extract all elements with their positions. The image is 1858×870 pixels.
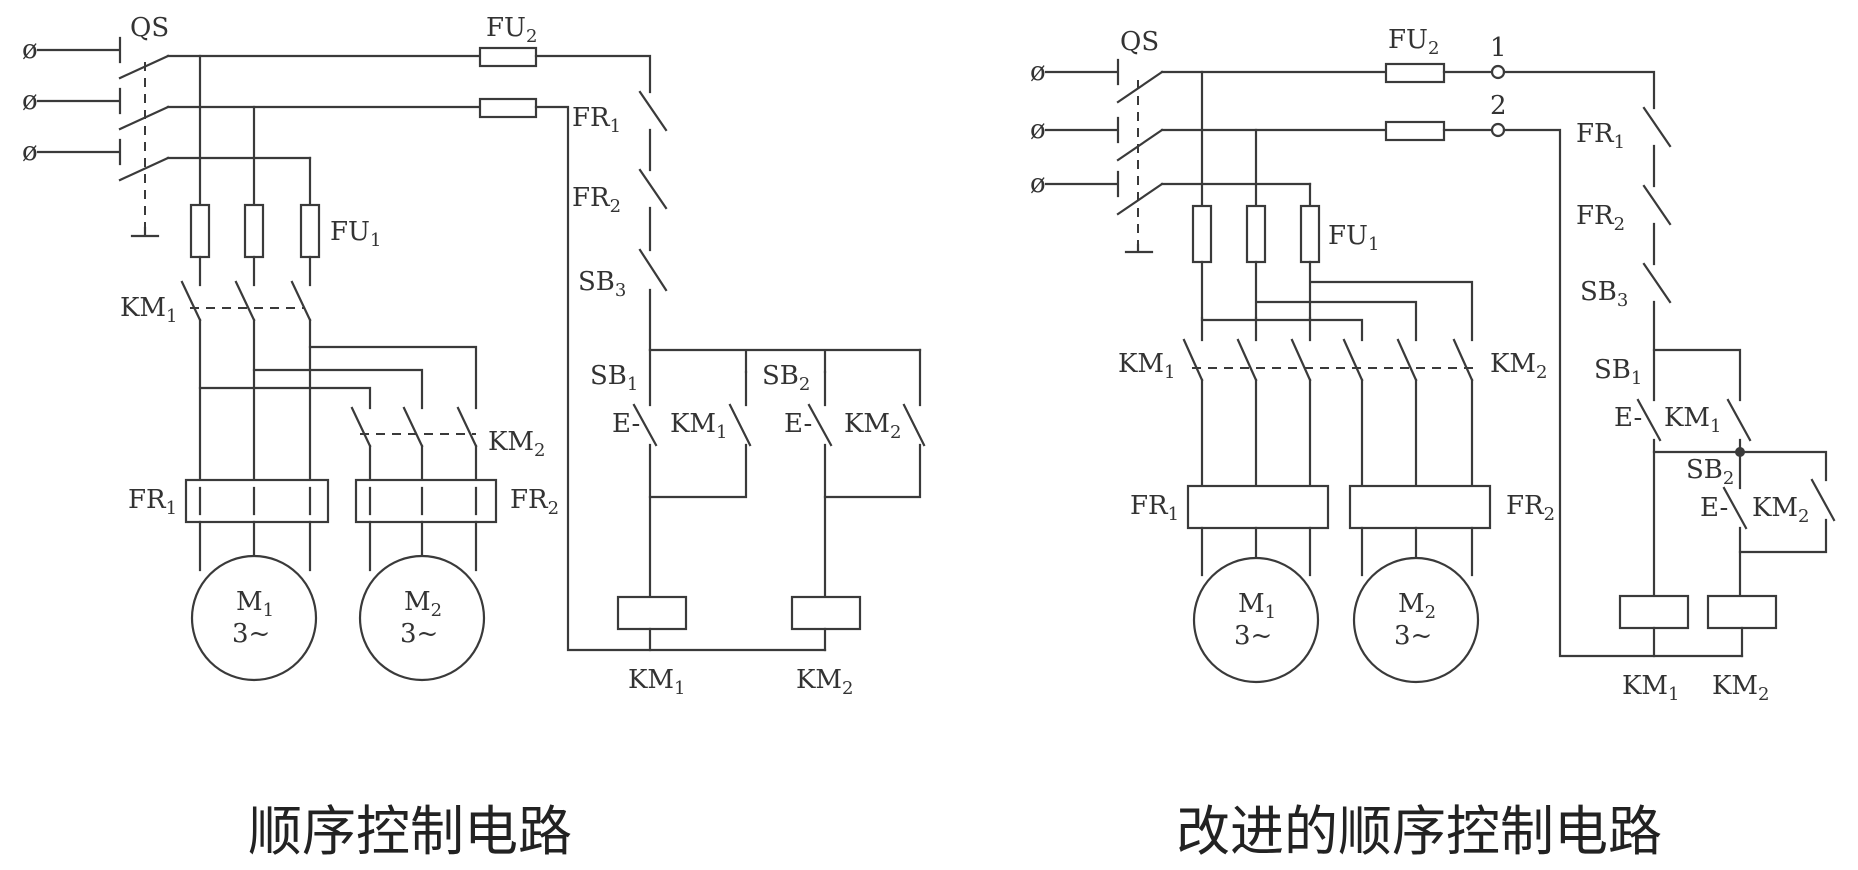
right-qs-switch: QS (1116, 27, 1164, 254)
svg-text:KM2: KM2 (1752, 493, 1810, 527)
left-qs-switch: QS (118, 13, 170, 238)
right-input-terminals: ø ø ø (1030, 57, 1120, 199)
right-km2-taps (1200, 260, 1474, 342)
svg-text:KM1: KM1 (628, 665, 686, 699)
svg-text:ø: ø (1030, 115, 1046, 145)
left-control-circuit: FR1 FR2 SB3 SB1 E- KM1 SB2 E- KM2 KM1 KM… (534, 54, 926, 699)
right-main-contacts: KM1 KM2 (1118, 316, 1548, 488)
svg-text:FR2: FR2 (1506, 491, 1555, 525)
right-fr-relays: FR1 FR2 (1130, 484, 1555, 530)
right-motors: M1 3~ M2 3~ (1192, 526, 1480, 684)
svg-text:QS: QS (1120, 27, 1159, 57)
svg-text:FR1: FR1 (128, 485, 177, 519)
left-circuit: ø ø ø QS FU2 FU1 (22, 13, 926, 863)
svg-text:ø: ø (22, 86, 38, 116)
right-fu2-fuses: FU2 1 2 (1384, 25, 1507, 142)
svg-text:KM1: KM1 (120, 293, 178, 327)
svg-text:FU2: FU2 (1388, 25, 1439, 59)
svg-text:KM2: KM2 (796, 665, 854, 699)
svg-text:KM1: KM1 (670, 409, 728, 443)
svg-text:M1: M1 (1238, 589, 1276, 623)
svg-text:SB2: SB2 (1686, 455, 1734, 489)
svg-text:QS: QS (130, 13, 169, 43)
svg-text:3~: 3~ (232, 619, 270, 649)
svg-text:SB3: SB3 (1580, 277, 1628, 311)
svg-text:E-: E- (1700, 493, 1728, 523)
left-input-terminals: ø ø ø (22, 35, 122, 167)
svg-text:E-: E- (612, 409, 640, 439)
svg-text:ø: ø (22, 35, 38, 65)
left-km1-main-contacts: KM1 (120, 255, 312, 327)
svg-text:3~: 3~ (1394, 621, 1432, 651)
svg-text:KM2: KM2 (488, 427, 546, 461)
svg-text:3~: 3~ (1234, 621, 1272, 651)
svg-text:E-: E- (1614, 403, 1642, 433)
right-caption: 改进的顺序控制电路 (1176, 800, 1662, 863)
svg-text:M2: M2 (1398, 589, 1436, 623)
left-motors: M1 3~ M2 3~ (190, 520, 486, 682)
svg-text:3~: 3~ (400, 619, 438, 649)
svg-text:KM2: KM2 (1712, 671, 1770, 705)
svg-text:FU1: FU1 (1328, 221, 1379, 255)
left-km2-main-contacts: KM2 (350, 406, 546, 482)
svg-text:SB2: SB2 (762, 361, 810, 395)
svg-text:M1: M1 (236, 587, 274, 621)
left-fu1-fuses: FU1 (189, 203, 381, 259)
svg-text:SB1: SB1 (1594, 355, 1642, 389)
svg-text:FR2: FR2 (1576, 201, 1625, 235)
svg-text:M2: M2 (404, 587, 442, 621)
left-fr-relays: FR1 FR2 (128, 478, 559, 524)
right-fu1-fuses: FU1 (1191, 204, 1379, 264)
svg-text:KM1: KM1 (1118, 349, 1176, 383)
svg-text:FR1: FR1 (1576, 119, 1625, 153)
right-phase-lines (1200, 70, 1312, 208)
left-phase-lines (198, 54, 312, 207)
svg-text:FU2: FU2 (486, 13, 537, 47)
svg-text:FR2: FR2 (572, 183, 621, 217)
svg-text:ø: ø (22, 137, 38, 167)
svg-text:SB3: SB3 (578, 267, 626, 301)
svg-text:FU1: FU1 (330, 217, 381, 251)
svg-text:FR1: FR1 (572, 103, 621, 137)
svg-text:FR2: FR2 (510, 485, 559, 519)
svg-text:KM2: KM2 (1490, 349, 1548, 383)
right-circuit: ø ø ø QS FU2 1 2 FU1 (1030, 25, 1836, 863)
left-fu2-fuses: FU2 (478, 13, 537, 119)
left-caption: 顺序控制电路 (248, 800, 572, 863)
svg-text:ø: ø (1030, 169, 1046, 199)
svg-text:1: 1 (1490, 33, 1507, 63)
svg-text:KM2: KM2 (844, 409, 902, 443)
svg-text:KM1: KM1 (1664, 403, 1722, 437)
svg-text:2: 2 (1490, 91, 1507, 121)
svg-text:ø: ø (1030, 57, 1046, 87)
left-power-lines (166, 54, 482, 160)
svg-text:FR1: FR1 (1130, 491, 1179, 525)
left-m1-branch (198, 318, 312, 482)
svg-text:KM1: KM1 (1622, 671, 1680, 705)
svg-text:SB1: SB1 (590, 361, 638, 395)
right-power-lines (1160, 70, 1388, 186)
svg-text:E-: E- (784, 409, 812, 439)
right-control-circuit: FR1 FR2 SB3 SB1 E- KM1 SB2 E- KM2 KM1 KM… (1502, 70, 1836, 705)
left-km2-taps (198, 345, 478, 410)
